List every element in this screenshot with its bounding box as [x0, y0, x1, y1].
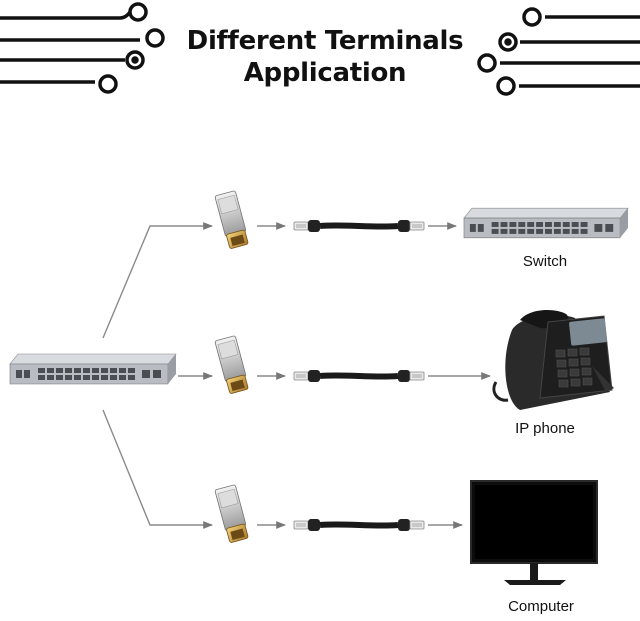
computer-label: Computer [508, 598, 574, 615]
ethernet-cable-1 [294, 220, 424, 232]
switch-label: Switch [522, 253, 568, 270]
ip-phone-label: IP phone [515, 420, 575, 437]
circuit-decoration-right [477, 7, 640, 96]
sfp-module-3 [214, 484, 250, 544]
page-title-line-1: Different Terminals [186, 26, 464, 56]
ethernet-cable-2 [294, 370, 424, 382]
computer-monitor-image [470, 480, 598, 585]
terminal-switch-image [463, 207, 629, 239]
sfp-module-1 [214, 190, 250, 250]
branch-lines [102, 222, 491, 529]
circuit-decoration-left [0, 2, 165, 94]
page-title-line-2: Application [243, 58, 407, 88]
sfp-module-2 [214, 335, 250, 395]
source-switch-image [9, 353, 177, 385]
ethernet-cable-3 [294, 519, 424, 531]
ip-phone-image [492, 310, 614, 410]
